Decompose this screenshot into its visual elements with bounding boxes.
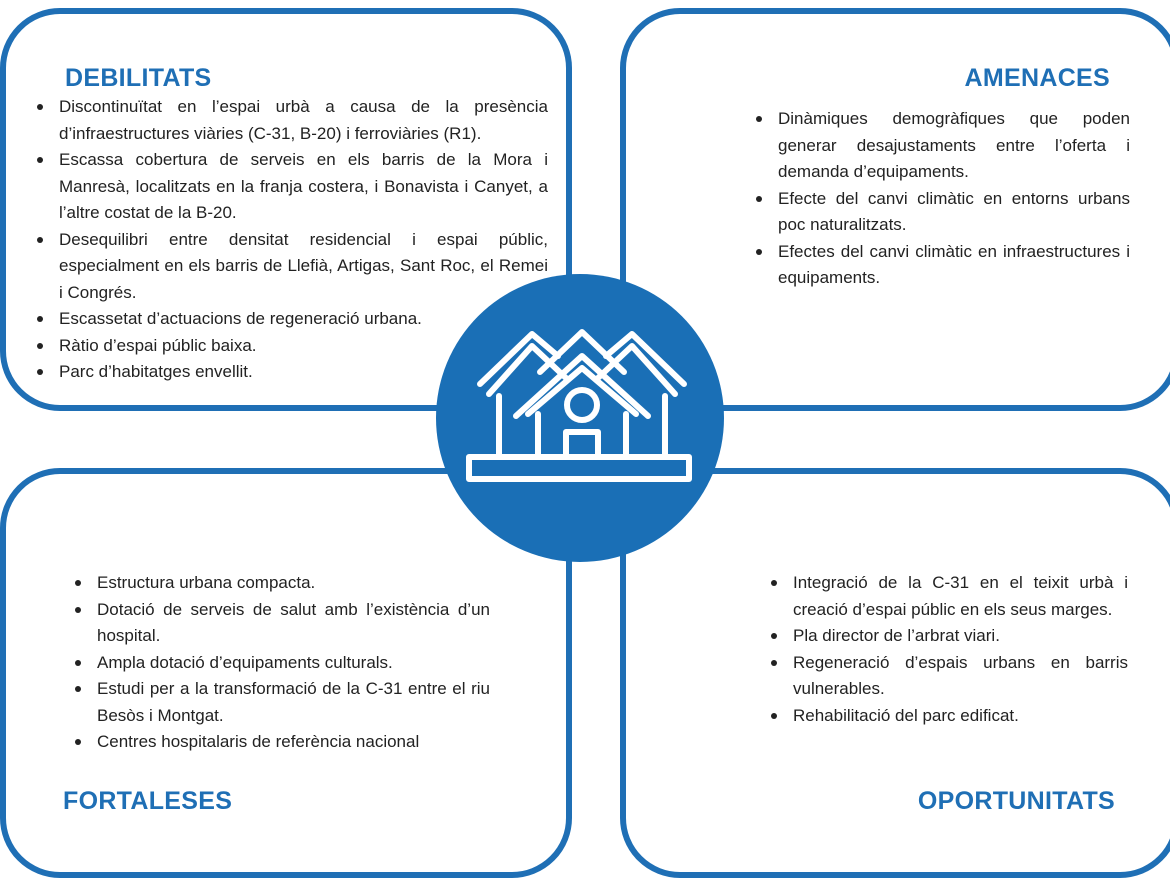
center-circle [436, 274, 724, 562]
list-item: Ràtio d’espai públic baixa. [36, 333, 548, 360]
fortaleses-title: FORTALESES [63, 787, 233, 815]
list-item: Estructura urbana compacta. [74, 570, 490, 597]
list-item: Discontinuïtat en l’espai urbà a causa d… [36, 94, 548, 147]
debilitats-title: DEBILITATS [65, 64, 212, 92]
list-item: Pla director de l’arbrat viari. [770, 623, 1128, 650]
houses-icon [466, 329, 692, 482]
list-item: Desequilibri entre densitat residencial … [36, 227, 548, 307]
list-item: Efecte del canvi climàtic en entorns urb… [755, 186, 1130, 239]
list-item: Ampla dotació d’equipaments culturals. [74, 650, 490, 677]
list-item: Centres hospitalaris de referència nacio… [74, 729, 490, 756]
list-item: Integració de la C-31 en el teixit urbà … [770, 570, 1128, 623]
list-item: Efectes del canvi climàtic en infraestru… [755, 239, 1130, 292]
list-item: Rehabilitació del parc edificat. [770, 703, 1128, 730]
amenaces-list: Dinàmiques demogràfiques que poden gener… [755, 106, 1130, 292]
oportunitats-panel [620, 468, 1170, 878]
list-item: Regeneració d’espais urbans en barris vu… [770, 650, 1128, 703]
list-item: Dotació de serveis de salut amb l’existè… [74, 597, 490, 650]
fortaleses-list: Estructura urbana compacta. Dotació de s… [74, 570, 490, 756]
debilitats-panel [0, 8, 572, 411]
list-item: Parc d’habitatges envellit. [36, 359, 548, 386]
list-item: Estudi per a la transformació de la C-31… [74, 676, 490, 729]
list-item: Escassetat d’actuacions de regeneració u… [36, 306, 548, 333]
amenaces-title: AMENACES [964, 64, 1110, 92]
list-item: Escassa cobertura de serveis en els barr… [36, 147, 548, 227]
oportunitats-list: Integració de la C-31 en el teixit urbà … [770, 570, 1128, 729]
oportunitats-title: OPORTUNITATS [917, 787, 1115, 815]
list-item: Dinàmiques demogràfiques que poden gener… [755, 106, 1130, 186]
fortaleses-panel [0, 468, 572, 878]
amenaces-panel [620, 8, 1170, 411]
debilitats-list: Discontinuïtat en l’espai urbà a causa d… [36, 94, 548, 386]
